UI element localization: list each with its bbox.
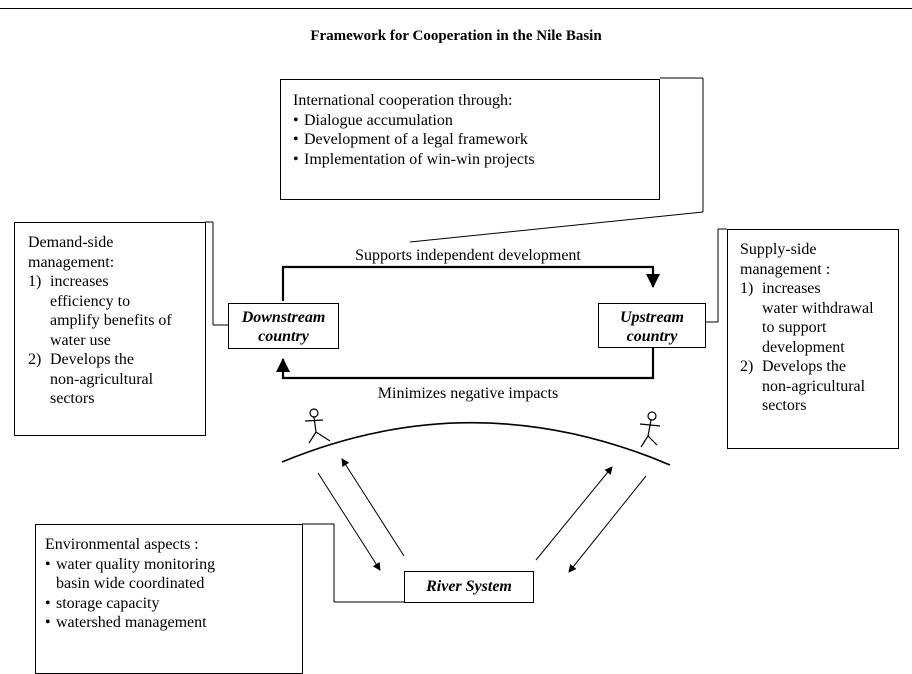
item-line: amplify benefits of: [50, 312, 172, 329]
supports-arrow: [281, 265, 660, 301]
upstream-label: country: [626, 328, 678, 345]
downstream-label: country: [258, 328, 309, 345]
item-line: water quality monitoring: [56, 555, 216, 573]
list-item: Implementation of win-win projects: [293, 150, 659, 170]
downstream-country-box: Downstream country: [228, 303, 339, 349]
item-line: sectors: [50, 390, 95, 407]
supply-heading: management :: [740, 260, 831, 278]
upstream-figure: [639, 411, 661, 448]
list-item: 2) Develops the non-agricultural sectors: [740, 357, 898, 416]
item-line: increases: [762, 280, 821, 297]
list-item: storage capacity: [45, 594, 302, 614]
top-rule: [0, 8, 912, 9]
list-item: 1) increases efficiency to amplify benef…: [28, 272, 205, 350]
item-line: watershed management: [56, 614, 207, 631]
supply-list: 1) increases water withdrawal to support…: [740, 279, 898, 416]
item-number: 2): [740, 358, 754, 375]
env-bracket: [302, 523, 404, 603]
item-line: non-agricultural: [762, 377, 866, 395]
intl-list: Dialogue accumulation Development of a l…: [293, 111, 659, 170]
downstream-figure: [304, 408, 331, 444]
list-item: Development of a legal framework: [293, 130, 659, 150]
demand-heading: management:: [28, 253, 115, 271]
env-list: water quality monitoring basin wide coor…: [45, 555, 302, 633]
upstream-label: Upstream: [620, 309, 684, 326]
diagram-title: Framework for Cooperation in the Nile Ba…: [310, 28, 602, 44]
list-item: Dialogue accumulation: [293, 111, 659, 131]
intl-connector: [409, 77, 704, 243]
item-line: non-agricultural: [50, 370, 154, 388]
list-item: 2) Develops the non-agricultural sectors: [28, 350, 205, 409]
intl-heading: International cooperation through:: [293, 92, 513, 109]
river-arrows: [317, 458, 647, 573]
list-item: 1) increases water withdrawal to support…: [740, 279, 898, 357]
item-number: 1): [740, 280, 754, 297]
item-line: water use: [50, 331, 111, 349]
item-line: efficiency to: [50, 292, 131, 310]
minimizes-label: Minimizes negative impacts: [377, 385, 559, 402]
item-line: Develops the: [762, 358, 846, 375]
supply-bracket: [706, 228, 727, 323]
supply-heading: Supply-side: [740, 241, 817, 258]
upstream-country-box: Upstream country: [598, 303, 706, 348]
item-line: water withdrawal: [762, 299, 874, 317]
demand-side-box: Demand-side management: 1) increases eff…: [14, 222, 206, 436]
item-line: Develops the: [50, 351, 134, 368]
environmental-box: Environmental aspects : water quality mo…: [35, 524, 303, 674]
supports-label: Supports independent development: [355, 247, 581, 264]
demand-list: 1) increases efficiency to amplify benef…: [28, 272, 205, 409]
item-line: storage capacity: [56, 594, 160, 612]
supply-side-box: Supply-side management : 1) increases wa…: [727, 229, 899, 449]
minimizes-arrow: [276, 346, 655, 380]
river-arc: [281, 421, 671, 466]
item-line: sectors: [762, 397, 807, 414]
list-item: watershed management: [45, 613, 302, 633]
item-number: 1): [28, 273, 42, 290]
river-system-label: River System: [426, 578, 512, 595]
item-line: development: [762, 338, 845, 356]
item-line: basin wide coordinated: [56, 575, 205, 592]
river-system-box: River System: [404, 571, 534, 603]
intl-cooperation-box: International cooperation through: Dialo…: [280, 79, 660, 200]
env-heading: Environmental aspects :: [45, 536, 199, 553]
list-item: water quality monitoring basin wide coor…: [45, 555, 302, 594]
downstream-label: Downstream: [241, 309, 326, 326]
demand-bracket: [205, 221, 228, 326]
demand-heading: Demand-side: [28, 234, 114, 251]
item-line: increases: [50, 273, 109, 290]
item-number: 2): [28, 351, 42, 368]
item-line: to support: [762, 319, 827, 336]
